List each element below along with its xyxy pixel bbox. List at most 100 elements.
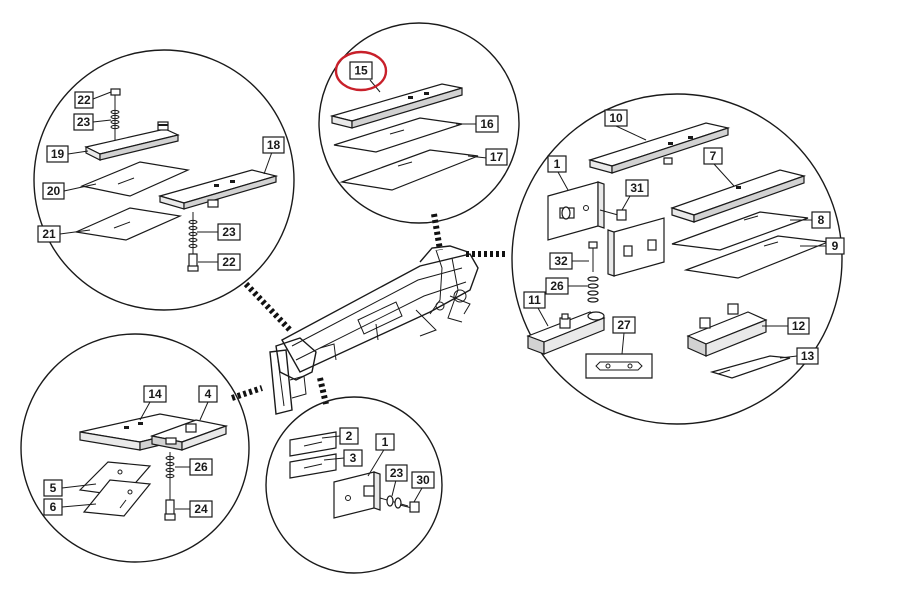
label-1-lower: 1 bbox=[375, 433, 395, 451]
label-10: 10 bbox=[604, 109, 628, 127]
sheet-part-21 bbox=[73, 207, 183, 241]
svg-text:16: 16 bbox=[480, 117, 494, 131]
label-32: 32 bbox=[549, 252, 573, 270]
svg-text:15: 15 bbox=[354, 64, 368, 78]
svg-text:5: 5 bbox=[50, 481, 57, 495]
plate-part-19 bbox=[84, 121, 180, 161]
svg-text:10: 10 bbox=[609, 111, 623, 125]
label-30: 30 bbox=[411, 471, 435, 489]
svg-text:9: 9 bbox=[832, 239, 839, 253]
label-1: 1 bbox=[547, 155, 567, 173]
label-4: 4 bbox=[198, 385, 218, 403]
label-24: 24 bbox=[189, 500, 213, 518]
svg-text:18: 18 bbox=[267, 138, 281, 152]
svg-text:2: 2 bbox=[346, 429, 353, 443]
svg-text:21: 21 bbox=[42, 227, 56, 241]
svg-text:32: 32 bbox=[554, 254, 568, 268]
svg-text:17: 17 bbox=[490, 150, 504, 164]
label-21: 21 bbox=[37, 225, 61, 243]
label-7: 7 bbox=[703, 147, 723, 165]
label-22-bottom: 22 bbox=[217, 253, 241, 271]
svg-text:30: 30 bbox=[416, 473, 430, 487]
svg-text:4: 4 bbox=[205, 387, 212, 401]
detail-circle-upper-left: 22 23 19 20 21 18 23 22 bbox=[33, 49, 295, 311]
svg-text:31: 31 bbox=[630, 181, 644, 195]
label-15: 15 bbox=[349, 61, 373, 80]
washer-stack-23-top bbox=[110, 109, 120, 130]
label-22-top: 22 bbox=[74, 91, 94, 109]
svg-text:1: 1 bbox=[382, 435, 389, 449]
svg-text:8: 8 bbox=[818, 213, 825, 227]
bolt-part-22-bottom bbox=[187, 253, 199, 272]
detail-connectors bbox=[231, 213, 508, 405]
svg-text:14: 14 bbox=[148, 387, 162, 401]
label-11: 11 bbox=[523, 291, 546, 309]
washer-stack-26-lower bbox=[165, 452, 175, 500]
sheet-part-6 bbox=[82, 479, 152, 517]
block-part-1 bbox=[547, 181, 605, 241]
washer-part-23-lower bbox=[379, 495, 409, 509]
label-6: 6 bbox=[43, 498, 63, 516]
label-26: 26 bbox=[545, 277, 569, 295]
label-23-lower: 23 bbox=[385, 464, 408, 482]
label-3: 3 bbox=[343, 449, 363, 467]
plate-part-7 bbox=[670, 169, 807, 223]
label-12: 12 bbox=[787, 317, 810, 335]
svg-text:13: 13 bbox=[801, 349, 815, 363]
label-27: 27 bbox=[612, 316, 636, 334]
svg-text:7: 7 bbox=[710, 149, 717, 163]
svg-text:6: 6 bbox=[50, 500, 57, 514]
block-part-11 bbox=[526, 311, 606, 355]
plate-part-10 bbox=[587, 122, 731, 174]
svg-text:1: 1 bbox=[554, 157, 561, 171]
detail-circle-top-center: 15 16 17 bbox=[318, 22, 520, 224]
plate-part-15 bbox=[329, 83, 463, 129]
bolt-part-30 bbox=[399, 501, 420, 513]
label-31: 31 bbox=[625, 179, 649, 197]
plate-part-18 bbox=[157, 169, 279, 210]
svg-text:11: 11 bbox=[528, 293, 541, 307]
label-14: 14 bbox=[143, 385, 167, 403]
svg-text:23: 23 bbox=[77, 115, 91, 129]
svg-text:3: 3 bbox=[350, 451, 357, 465]
strip-part-13 bbox=[709, 355, 791, 379]
label-23-top: 23 bbox=[73, 113, 94, 131]
svg-text:26: 26 bbox=[550, 279, 564, 293]
svg-text:23: 23 bbox=[390, 466, 404, 480]
boom-assembly-drawing bbox=[269, 245, 479, 415]
svg-text:19: 19 bbox=[51, 147, 65, 161]
gasket-part-27 bbox=[585, 353, 653, 379]
label-20: 20 bbox=[42, 182, 65, 200]
bolt-part-32 bbox=[588, 241, 598, 272]
label-19: 19 bbox=[46, 145, 69, 163]
svg-text:20: 20 bbox=[47, 184, 61, 198]
block-part-12 bbox=[686, 303, 768, 357]
svg-text:23: 23 bbox=[222, 225, 236, 239]
svg-text:22: 22 bbox=[77, 93, 91, 107]
sheet-part-20 bbox=[79, 161, 191, 197]
label-13: 13 bbox=[796, 347, 819, 365]
block-part-1-lower bbox=[333, 471, 381, 519]
washer-stack-23-bottom bbox=[188, 212, 198, 262]
label-17: 17 bbox=[485, 148, 508, 166]
svg-text:12: 12 bbox=[792, 319, 806, 333]
plate-part-4 bbox=[149, 419, 229, 451]
highlight-circle bbox=[334, 50, 388, 92]
detail-circle-right: 10 1 31 7 8 9 32 26 bbox=[511, 93, 845, 425]
svg-text:24: 24 bbox=[194, 502, 208, 516]
bolt-part-24 bbox=[164, 499, 176, 521]
label-26-lower: 26 bbox=[189, 458, 213, 476]
label-18: 18 bbox=[262, 136, 285, 154]
detail-circle-lower-left: 14 4 26 5 6 24 bbox=[20, 333, 250, 563]
bolt-part-31 bbox=[599, 209, 627, 221]
block-part-1-reverse bbox=[607, 217, 665, 277]
svg-text:27: 27 bbox=[617, 318, 631, 332]
washer-stack-26 bbox=[587, 276, 599, 303]
sheet-part-8 bbox=[671, 211, 809, 251]
label-5: 5 bbox=[43, 479, 63, 497]
sheet-part-17 bbox=[339, 149, 479, 191]
label-16: 16 bbox=[475, 115, 499, 133]
svg-text:22: 22 bbox=[222, 255, 236, 269]
label-9: 9 bbox=[825, 237, 845, 255]
